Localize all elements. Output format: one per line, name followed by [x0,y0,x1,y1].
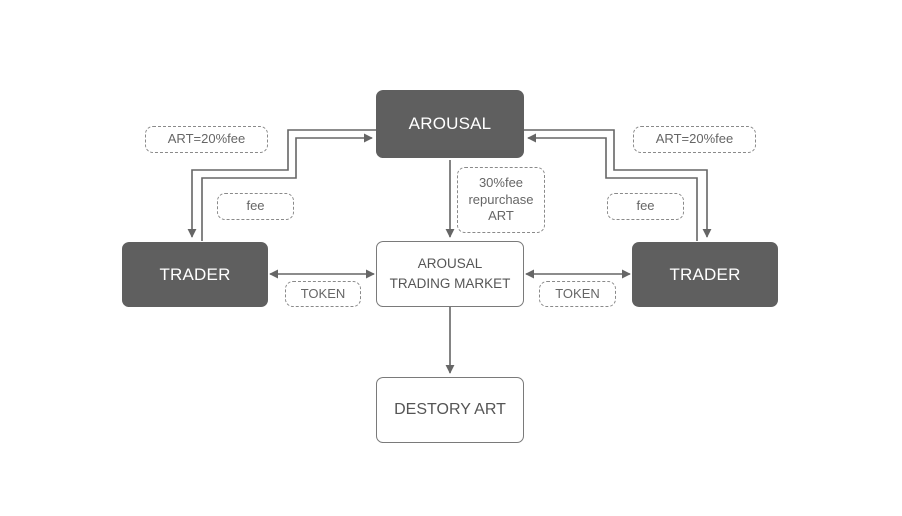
fee-right-text: fee [636,198,655,214]
art-fee-left-label: ART=20%fee [145,126,268,153]
trading-market-node: AROUSAL TRADING MARKET [376,241,524,307]
token-right-label: TOKEN [539,281,616,307]
arrow-arousal-to-right-trader [524,129,712,238]
market-label-line2: TRADING MARKET [389,276,511,291]
arrow-arousal-to-left-trader [187,129,376,238]
repurchase-label: 30%fee repurchase ART [457,167,545,233]
arousal-label: AROUSAL [408,114,492,133]
fee-left-text: fee [246,198,265,214]
trader-right-node: TRADER [632,242,778,307]
art-fee-left-text: ART=20%fee [167,131,246,147]
token-right-text: TOKEN [555,285,600,301]
arrow-left-trader-to-arousal [201,133,373,241]
trader-left-label: TRADER [159,264,231,284]
repurchase-text-line1: 30%fee [478,174,524,190]
arousal-node: AROUSAL [376,90,524,158]
repurchase-text-line3: ART [488,208,514,224]
destroy-art-node: DESTORY ART [376,377,524,443]
token-left-text: TOKEN [300,285,346,301]
arrow-right-trader-to-arousal [527,133,698,241]
fee-left-label: fee [217,193,294,220]
repurchase-text-line2: repurchase [468,191,534,207]
token-left-label: TOKEN [285,281,361,307]
art-fee-right-label: ART=20%fee [633,126,756,153]
art-fee-right-text: ART=20%fee [655,131,734,147]
destroy-art-label: DESTORY ART [394,401,506,418]
fee-right-label: fee [607,193,684,220]
market-label-line1: AROUSAL [417,256,483,272]
trader-right-label: TRADER [669,264,741,284]
trader-left-node: TRADER [122,242,268,307]
